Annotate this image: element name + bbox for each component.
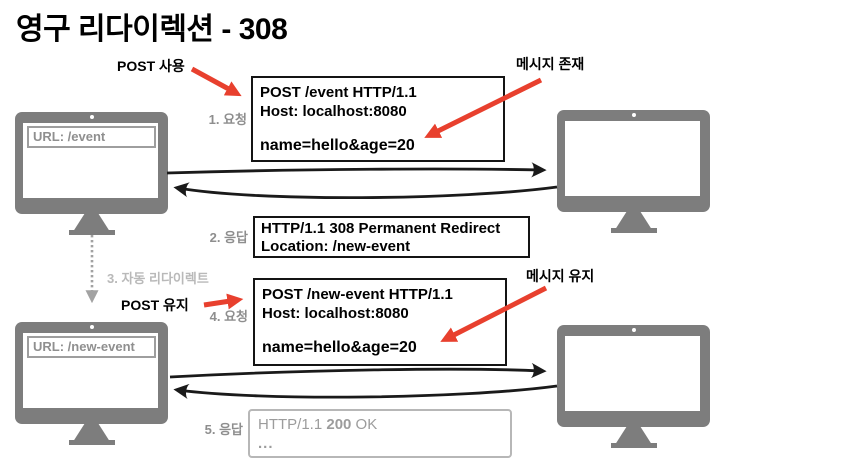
- monitor-bezel: [557, 325, 710, 427]
- http-request-box-1: POST /event HTTP/1.1 Host: localhost:808…: [251, 76, 505, 162]
- http-response-308-box: HTTP/1.1 308 Permanent Redirect Location…: [253, 216, 530, 258]
- camera-dot-icon: [89, 115, 94, 119]
- http-request-box-2: POST /new-event HTTP/1.1 Host: localhost…: [253, 278, 507, 366]
- monitor-stand-base: [610, 443, 657, 448]
- request-line: POST /event HTTP/1.1: [260, 83, 496, 102]
- page-title: 영구 리다이렉션 - 308: [16, 13, 288, 46]
- message-body: name=hello&age=20: [260, 137, 415, 154]
- monitor-screen: URL: /event: [23, 123, 158, 198]
- host-header: Host: localhost:8080: [262, 305, 409, 322]
- camera-dot-icon: [631, 113, 636, 117]
- monitor-stand-neck: [615, 426, 652, 444]
- status-text: 308 Permanent Redirect: [325, 220, 501, 237]
- post-use-callout-arrow: [190, 66, 242, 97]
- monitor-screen: URL: /new-event: [23, 333, 158, 408]
- server-monitor-bottom: [557, 325, 710, 449]
- request-target: /event HTTP/1.1: [300, 84, 417, 101]
- monitor-stand-base: [610, 228, 657, 233]
- status-line: HTTP/1.1 308 Permanent Redirect: [261, 220, 522, 238]
- url-bar-after: URL: /new-event: [27, 336, 156, 358]
- status-code: 200: [322, 416, 352, 433]
- http-version: HTTP/1.1: [258, 416, 323, 433]
- monitor-bezel: [557, 110, 710, 212]
- response-5-arrow: [173, 383, 558, 400]
- http-response-200-box: HTTP/1.1 200 OK ...: [248, 409, 512, 458]
- request-4-arrow: [169, 362, 547, 379]
- monitor-bezel: URL: /event: [15, 112, 168, 214]
- message-keep-annotation: 메시지 유지: [526, 268, 595, 284]
- http-method: POST: [260, 84, 301, 101]
- message-body: name=hello&age=20: [262, 339, 417, 356]
- post-keep-annotation: POST 유지: [121, 297, 189, 313]
- host-header: Host: localhost:8080: [260, 103, 407, 120]
- server-monitor-top: [557, 110, 710, 234]
- step-2-response-label: 2. 응답: [209, 230, 248, 245]
- status-text: OK: [351, 416, 378, 433]
- monitor-stand-base: [68, 230, 115, 235]
- message-exists-annotation: 메시지 존재: [516, 56, 585, 72]
- request-1-arrow: [166, 162, 547, 178]
- step-5-response-label: 5. 응답: [204, 422, 243, 437]
- url-bar-before: URL: /event: [27, 126, 156, 148]
- url-text-after: URL: /new-event: [33, 339, 135, 354]
- status-line: HTTP/1.1 200 OK: [258, 415, 502, 434]
- monitor-stand-base: [68, 440, 115, 445]
- post-use-annotation: POST 사용: [117, 58, 185, 74]
- step-1-request-label: 1. 요청: [208, 112, 247, 127]
- monitor-screen: [565, 336, 700, 411]
- camera-dot-icon: [89, 325, 94, 329]
- auto-redirect-label: 3. 자동 리다이렉트: [107, 271, 209, 286]
- location-header: Location: /new-event: [261, 238, 411, 255]
- url-text-before: URL: /event: [33, 129, 106, 144]
- request-target: /new-event HTTP/1.1: [302, 286, 453, 303]
- post-keep-callout-arrow: [203, 293, 244, 310]
- http-version: HTTP/1.1: [261, 220, 326, 237]
- camera-dot-icon: [631, 328, 636, 332]
- response-2-arrow: [173, 182, 558, 200]
- step-4-request-label: 4. 요청: [209, 309, 248, 324]
- message-body-ellipsis: ...: [258, 435, 274, 452]
- monitor-bezel: URL: /new-event: [15, 322, 168, 424]
- monitor-stand-neck: [73, 423, 110, 441]
- monitor-screen: [565, 121, 700, 196]
- client-monitor-after: URL: /new-event: [15, 322, 168, 446]
- monitor-stand-neck: [73, 213, 110, 231]
- request-line: POST /new-event HTTP/1.1: [262, 285, 498, 304]
- monitor-stand-neck: [615, 211, 652, 229]
- http-method: POST: [262, 286, 303, 303]
- client-monitor-before: URL: /event: [15, 112, 168, 236]
